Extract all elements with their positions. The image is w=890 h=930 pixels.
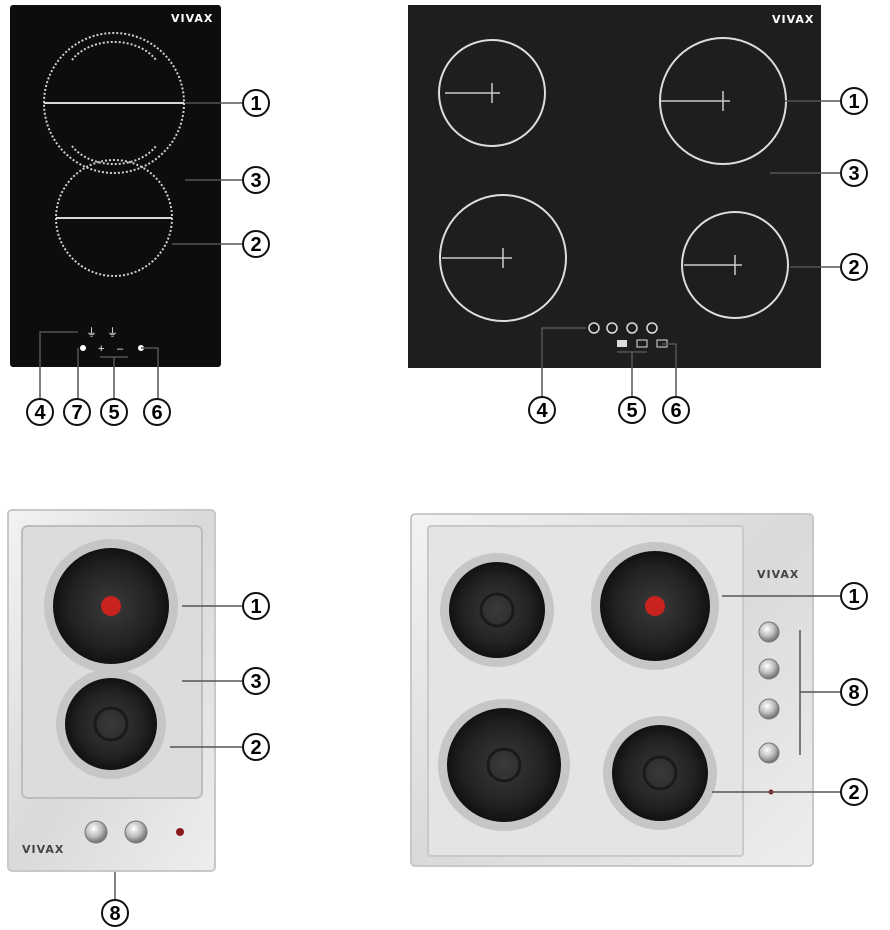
svg-text:4: 4 (34, 402, 46, 424)
brand-logo: VIVAX (171, 12, 213, 25)
callout-6: 6 (143, 398, 171, 426)
callout-3: 3 (242, 667, 270, 695)
hotplate-center (93, 706, 129, 742)
callout-7: 7 (63, 398, 91, 426)
rapid-plate-indicator (101, 596, 121, 616)
svg-text:6: 6 (670, 400, 681, 422)
callout-5: 5 (100, 398, 128, 426)
panel-steel-domino: VIVAX 1 3 2 8 (7, 509, 270, 927)
minus-icon: – (117, 343, 124, 355)
svg-text:5: 5 (108, 402, 119, 424)
callout-line (662, 343, 677, 398)
svg-text:2: 2 (250, 234, 261, 256)
hotplate-rear-left (449, 562, 545, 658)
svg-text:2: 2 (848, 257, 859, 279)
control-knob[interactable] (758, 658, 780, 680)
svg-text:1: 1 (250, 93, 261, 115)
callout-1: 1 (242, 89, 270, 117)
control-knob[interactable] (758, 742, 780, 764)
power-icon (617, 340, 627, 347)
callout-8: 8 (101, 899, 129, 927)
zone-select-icon: ⏚ (86, 326, 97, 339)
plus-icon: + (98, 343, 104, 355)
svg-text:1: 1 (848, 91, 859, 113)
svg-text:2: 2 (250, 737, 261, 759)
control-knob[interactable] (758, 698, 780, 720)
svg-text:1: 1 (848, 586, 859, 608)
svg-text:8: 8 (109, 903, 120, 925)
svg-text:3: 3 (848, 163, 859, 185)
panel-glass-domino: VIVAX ⏚ ⏚ + – 1 3 2 4 7 5 6 (10, 5, 270, 426)
callout-6: 6 (662, 396, 690, 424)
svg-text:1: 1 (250, 596, 261, 618)
rapid-plate-indicator (645, 596, 665, 616)
callout-3: 3 (840, 159, 868, 187)
callout-3: 3 (242, 166, 270, 194)
hotplate-center (642, 755, 678, 791)
zone-touch-icon (626, 322, 638, 334)
brand-logo: VIVAX (22, 843, 64, 856)
callout-5: 5 (618, 396, 646, 424)
callout-1: 1 (242, 592, 270, 620)
svg-text:6: 6 (151, 402, 162, 424)
svg-text:5: 5 (626, 400, 637, 422)
callout-line (617, 351, 647, 398)
hotplate-center (486, 747, 522, 783)
callout-4: 4 (26, 398, 54, 426)
callout-2: 2 (840, 253, 868, 281)
callout-1: 1 (840, 582, 868, 610)
panel-glass-4zone: VIVAX 1 3 2 4 5 6 (408, 5, 868, 424)
zone-touch-icon (646, 322, 658, 334)
callout-1: 1 (840, 87, 868, 115)
cooking-zone-front-right (681, 211, 789, 319)
svg-text:7: 7 (71, 402, 82, 424)
zone-select-icon: ⏚ (107, 326, 118, 339)
hotplate-front-right (612, 725, 708, 821)
svg-text:4: 4 (536, 400, 548, 422)
glass-surface (408, 5, 821, 368)
svg-text:3: 3 (250, 170, 261, 192)
callout-line (141, 347, 159, 400)
cooking-zone-rear-left (438, 39, 546, 147)
svg-text:2: 2 (848, 782, 859, 804)
svg-text:8: 8 (848, 682, 859, 704)
control-knob[interactable] (84, 820, 108, 844)
plus-minus-icon (636, 339, 648, 348)
control-knob[interactable] (124, 820, 148, 844)
indicator-lamp (176, 828, 184, 836)
panel-steel-4plate: VIVAX 1 8 2 (410, 513, 868, 867)
control-knob[interactable] (758, 621, 780, 643)
hotplate-center (479, 592, 515, 628)
hotplate-small (65, 678, 157, 770)
power-icon (80, 345, 86, 351)
callout-line (39, 331, 78, 400)
callout-line (100, 356, 128, 400)
callout-4: 4 (528, 396, 556, 424)
callout-2: 2 (242, 733, 270, 761)
hotplate-front-left (447, 708, 561, 822)
glass-surface (10, 5, 221, 367)
callout-line (541, 327, 586, 398)
brand-logo: VIVAX (757, 568, 799, 581)
zone-touch-icon (588, 322, 600, 334)
callout-2: 2 (840, 778, 868, 806)
brand-logo: VIVAX (772, 13, 814, 26)
callout-8: 8 (840, 678, 868, 706)
svg-text:3: 3 (250, 671, 261, 693)
cooking-zone-front-left (439, 194, 567, 322)
zone-touch-icon (606, 322, 618, 334)
callout-2: 2 (242, 230, 270, 258)
